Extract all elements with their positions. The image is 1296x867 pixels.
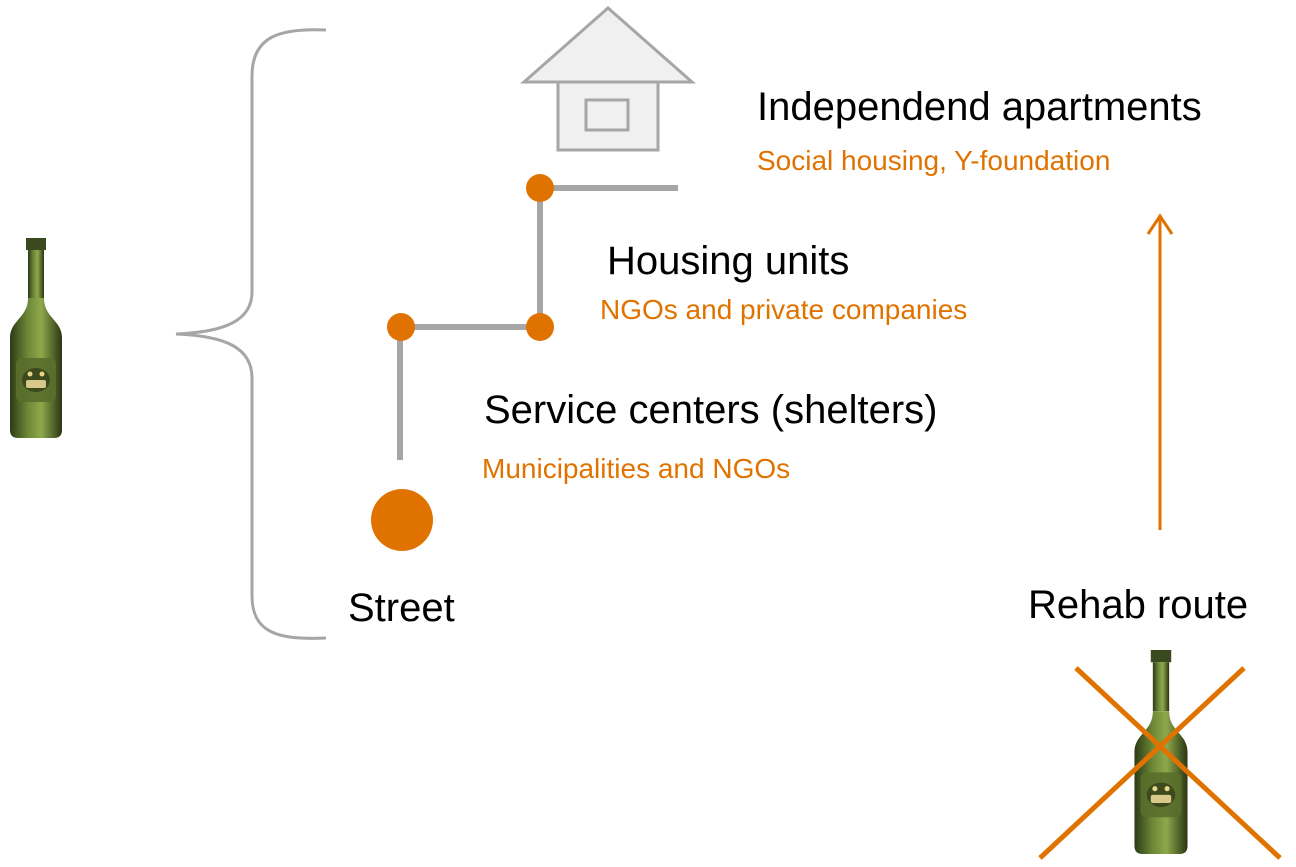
step-dot-3	[526, 174, 554, 202]
stage-title-service-centers: Service centers (shelters)	[484, 388, 938, 432]
step-dot-1	[387, 313, 415, 341]
rehab-arrow	[1146, 213, 1174, 530]
stage-title-independent-apartments: Independend apartments	[757, 85, 1202, 129]
crossed-wine-bottle-icon	[1134, 650, 1188, 854]
street-dot	[371, 489, 433, 551]
cross-out-icon	[1038, 666, 1282, 860]
grouping-brace	[175, 28, 327, 640]
stage-title-housing-units: Housing units	[607, 239, 850, 283]
stage-provider-service-centers: Municipalities and NGOs	[482, 453, 791, 484]
house-icon	[520, 6, 696, 152]
rehab-route-label: Rehab route	[1028, 583, 1249, 627]
step-dot-2	[526, 313, 554, 341]
stage-title-street: Street	[348, 586, 455, 630]
stage-provider-housing-units: NGOs and private companies	[600, 294, 968, 325]
stage-provider-independent-apartments: Social housing, Y-foundation	[757, 145, 1111, 176]
wine-bottle-icon	[10, 238, 62, 438]
